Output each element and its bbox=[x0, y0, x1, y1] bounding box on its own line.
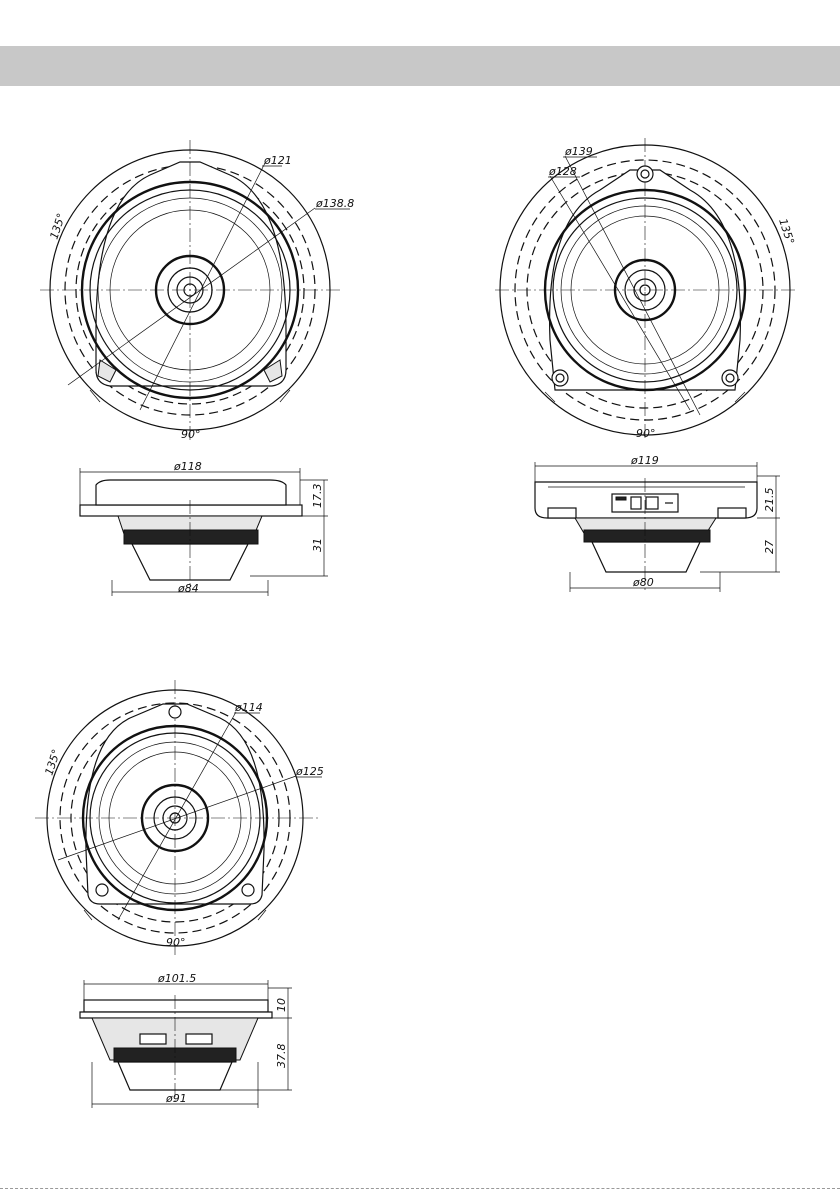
speaker-b-dim-outer: ø139 bbox=[564, 145, 593, 158]
speaker-b-dim-body-height: 27 bbox=[763, 540, 776, 554]
speaker-a-flange bbox=[80, 505, 302, 516]
speaker-c-flange bbox=[84, 1000, 268, 1012]
speaker-c-top-hole bbox=[169, 706, 181, 718]
speaker-c-right-hole bbox=[242, 884, 254, 896]
speaker-b-dim-magnet: ø80 bbox=[632, 576, 654, 589]
speaker-a-dim-body-height: 31 bbox=[311, 538, 324, 552]
speaker-b-dim-inner: ø128 bbox=[548, 165, 577, 178]
speaker-b-side-view: ø119 21.5 27 ø80 bbox=[535, 454, 780, 592]
speaker-b-angle-bottom: 90° bbox=[636, 427, 656, 440]
speaker-b-screw-left bbox=[552, 370, 568, 386]
speaker-a-dim-inner: ø121 bbox=[263, 154, 292, 167]
speaker-c-dim-inner: ø114 bbox=[234, 701, 263, 714]
speaker-c-side-view: ø101.5 10 37.8 ø91 bbox=[80, 972, 292, 1108]
speaker-a-angle-bottom: 90° bbox=[181, 428, 201, 441]
speaker-c-front-view: ø114 ø125 135° 90° bbox=[35, 680, 324, 955]
speaker-b-angle-top: 135° bbox=[776, 217, 797, 246]
speaker-a-dim-flange-height: 17.3 bbox=[311, 484, 324, 509]
speaker-c-dim-body-height: 37.8 bbox=[275, 1044, 288, 1069]
speaker-a-side-view: ø118 17.3 31 ø84 bbox=[80, 460, 328, 596]
speaker-c-dim-outer: ø125 bbox=[295, 765, 324, 778]
speaker-c-dim-flange-height: 10 bbox=[275, 998, 288, 1012]
speaker-b-screw-top bbox=[637, 166, 653, 182]
speaker-b-front-view: ø139 ø128 135° 90° bbox=[495, 138, 797, 440]
speaker-b-dim-flange-height: 21.5 bbox=[763, 488, 776, 513]
speaker-a-front-view: ø121 ø138.8 135° 90° bbox=[40, 140, 354, 441]
speaker-c-dim-flange: ø101.5 bbox=[157, 972, 196, 985]
bottom-rule bbox=[0, 1188, 840, 1190]
speaker-c-dim-magnet: ø91 bbox=[165, 1092, 187, 1105]
speaker-b-dim-flange: ø119 bbox=[630, 454, 659, 467]
speaker-b-screw-right bbox=[722, 370, 738, 386]
speaker-a-dim-outer: ø138.8 bbox=[315, 197, 354, 210]
speaker-a-dim-magnet: ø84 bbox=[177, 582, 199, 595]
speaker-c-angle-bottom: 90° bbox=[166, 936, 186, 949]
speaker-b-magnet bbox=[592, 542, 700, 572]
speaker-c-left-hole bbox=[96, 884, 108, 896]
speaker-a-dim-flange: ø118 bbox=[173, 460, 202, 473]
